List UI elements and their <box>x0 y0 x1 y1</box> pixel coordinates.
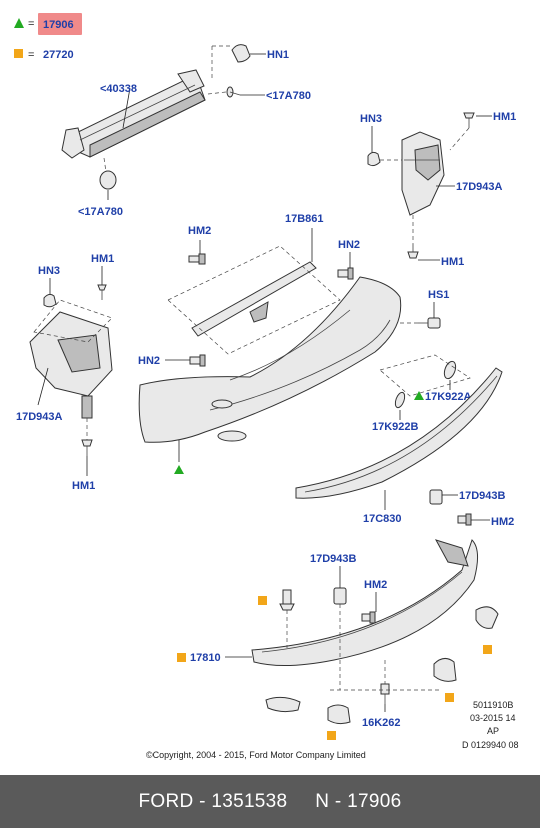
part-hm2-right-screw <box>457 513 472 526</box>
label-17c830: 17C830 <box>363 513 402 525</box>
part-hm2-bottom-screw <box>361 611 376 624</box>
label-17d943a-left: 17D943A <box>16 411 63 423</box>
part-17k922b-reflector <box>394 391 406 409</box>
label-17d943b-bottom: 17D943B <box>310 553 357 565</box>
label-hn2-left: HN2 <box>138 355 160 367</box>
part-hm1-right-top-screw <box>463 112 475 128</box>
reference-line-2: 03-2015 14 <box>470 713 516 723</box>
label-40338: <40338 <box>100 83 137 95</box>
part-hm2-top-screw <box>188 253 206 265</box>
legend-equals-1: = <box>28 18 34 30</box>
part-17a780-pin <box>226 86 241 98</box>
legend-triangle-code: 17906 <box>43 19 74 31</box>
legend-square-code: 27720 <box>43 49 74 61</box>
part-bracket-far-right <box>475 606 499 629</box>
part-hn3-left-clip <box>43 293 57 308</box>
part-hn2-left-clip <box>189 354 206 367</box>
part-17a780-cap <box>99 170 117 190</box>
label-hn1: HN1 <box>267 49 289 61</box>
label-hm1-right-top: HM1 <box>493 111 516 123</box>
label-17d943a-right: 17D943A <box>456 181 503 193</box>
triangle-marker-reflector <box>414 391 424 400</box>
part-17d943a-left-bracket <box>29 299 113 397</box>
part-hm1-right-bottom-screw <box>407 244 419 259</box>
label-hn3-left: HN3 <box>38 265 60 277</box>
part-hn2-right-clip <box>337 267 354 280</box>
label-hn2-right: HN2 <box>338 239 360 251</box>
green-triangle-icon <box>14 18 24 28</box>
label-hm1-left-top: HM1 <box>91 253 114 265</box>
label-16k262: 16K262 <box>362 717 401 729</box>
label-hs1: HS1 <box>428 289 449 301</box>
part-17k922a-reflector <box>443 360 457 380</box>
parts-diagram: = 17906 = 27720 HN1 <40338 <17A780 <17A7… <box>14 13 519 760</box>
label-hn3-right: HN3 <box>360 113 382 125</box>
reference-line-3: AP <box>487 726 499 736</box>
part-17d943a-right-bracket <box>401 131 445 216</box>
reference-line-4: D 0129940 08 <box>462 740 519 750</box>
part-17d943b-bottom-clip <box>333 587 347 605</box>
footer-part-number: FORD - 1351538 N - 17906 <box>138 790 402 812</box>
label-hm1-right-bottom: HM1 <box>441 256 464 268</box>
part-bracket-left-bottom <box>265 696 301 713</box>
part-hm1-left-top-screw <box>97 284 107 300</box>
orange-square-marker-3 <box>445 693 454 702</box>
part-bracket-center-bottom <box>327 704 351 725</box>
label-hm2-top: HM2 <box>188 225 211 237</box>
part-bumper-cover <box>138 276 402 443</box>
triangle-marker-bumper <box>174 465 184 474</box>
label-17a780-bottom: <17A780 <box>78 206 123 218</box>
part-hs1-fastener <box>418 317 441 329</box>
legend: = 17906 = 27720 <box>14 13 82 61</box>
label-17810: 17810 <box>190 652 221 664</box>
part-17c830-lower-spoiler <box>295 367 503 499</box>
label-hm1-left-bottom: HM1 <box>72 480 95 492</box>
part-17d943b-right-clip <box>429 489 443 505</box>
label-17k922a: 17K922A <box>425 391 472 403</box>
copyright-text: ©Copyright, 2004 - 2015, Ford Motor Comp… <box>146 750 366 760</box>
orange-square-marker-4 <box>483 645 492 654</box>
part-17b861-strip <box>191 261 317 337</box>
label-17a780-top: <17A780 <box>266 90 311 102</box>
label-hm2-bottom: HM2 <box>364 579 387 591</box>
part-16k262-fastener <box>380 683 390 704</box>
reference-line-1: 5011910B <box>473 700 513 710</box>
part-left-push-pin <box>279 589 295 611</box>
legend-equals-2: = <box>28 49 34 61</box>
part-hm1-left-bottom-screw <box>81 439 93 456</box>
reference-block: 5011910B 03-2015 14 AP D 0129940 08 <box>462 700 519 750</box>
orange-square-icon <box>14 49 23 58</box>
label-17b861: 17B861 <box>285 213 324 225</box>
label-hm2-right: HM2 <box>491 516 514 528</box>
legend-highlight <box>38 13 82 35</box>
part-bracket-right-bottom <box>433 658 457 682</box>
label-17d943b-right: 17D943B <box>459 490 506 502</box>
orange-square-marker-17810 <box>177 653 186 662</box>
orange-square-marker-2 <box>327 731 336 740</box>
footer-bar: FORD - 1351538 N - 17906 <box>0 775 540 828</box>
label-17k922b: 17K922B <box>372 421 419 433</box>
part-reinforcement-bar <box>61 69 206 159</box>
orange-square-marker-1 <box>258 596 267 605</box>
part-hn1-clip <box>231 44 251 63</box>
part-17810-diffuser <box>251 539 478 667</box>
part-hn3-right-clip <box>367 151 381 167</box>
